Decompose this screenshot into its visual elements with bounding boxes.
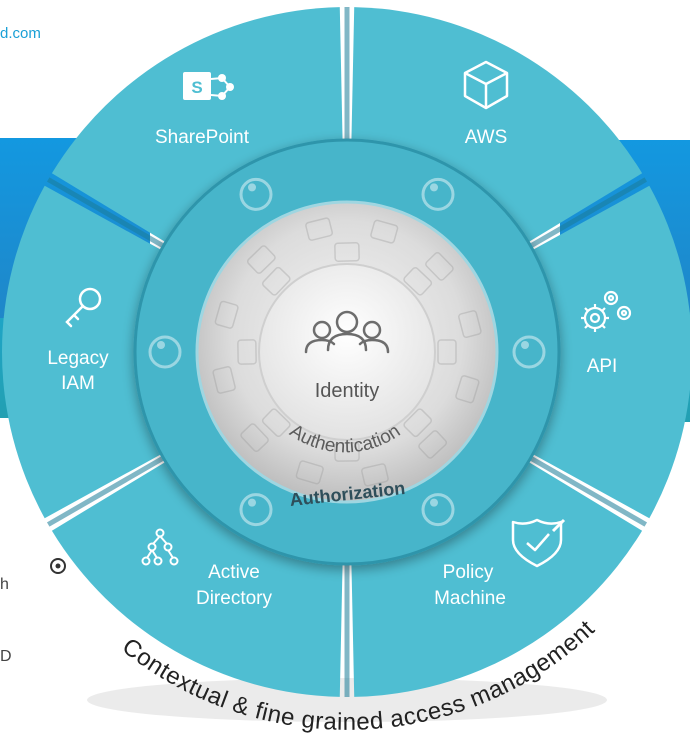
ring-logo-icon — [239, 177, 273, 211]
badge-pattern — [212, 217, 482, 487]
top-edge-text-fragment: d.com — [0, 25, 41, 42]
badge-icon — [212, 366, 236, 394]
badge-icon — [261, 266, 291, 296]
badge-icon — [361, 463, 389, 487]
shield-check-icon — [511, 518, 566, 568]
ring-logo-icon — [512, 335, 546, 369]
badge-icon — [334, 242, 360, 262]
hierarchy-icon — [141, 528, 179, 566]
cube-icon — [463, 60, 509, 110]
badge-icon — [214, 300, 239, 329]
badge-icon — [425, 251, 454, 281]
ring-logos — [148, 177, 546, 527]
badge-icon — [305, 217, 334, 241]
legacy-iam-label-line2[interactable]: IAM — [61, 373, 95, 394]
badge-icon — [237, 339, 257, 365]
badge-icon — [437, 339, 457, 365]
active-directory-label-line2[interactable]: Directory — [196, 588, 273, 609]
svg-text:S: S — [191, 78, 202, 97]
identity-label: Identity — [315, 380, 379, 402]
badge-icon — [403, 408, 433, 438]
ring-logo-icon — [148, 335, 182, 369]
bottom-edge-text-fragment: D — [0, 648, 12, 665]
policy-machine-label-line2[interactable]: Machine — [434, 588, 506, 609]
ring-logo-icon — [421, 493, 455, 527]
caption-logo-icon — [50, 558, 66, 574]
legacy-iam-label-line1[interactable]: Legacy — [47, 348, 109, 369]
ring-logo-icon — [239, 493, 273, 527]
users-icon — [304, 310, 390, 354]
policy-machine-label-line1[interactable]: Policy — [443, 562, 494, 583]
active-directory-label-line1[interactable]: Active — [208, 562, 260, 583]
badge-icon — [240, 423, 269, 453]
badge-icon — [418, 430, 448, 459]
sharepoint-label[interactable]: SharePoint — [155, 127, 250, 148]
identity-disc — [258, 263, 436, 441]
wheel-shadow — [87, 678, 607, 722]
badge-icon — [295, 460, 324, 485]
badge-icon — [458, 310, 482, 339]
badge-icon — [370, 219, 399, 244]
badge-icon — [246, 245, 276, 274]
key-icon — [65, 287, 102, 328]
left-edge-text-fragment: h — [0, 576, 9, 593]
badge-icon — [261, 408, 291, 438]
badge-icon — [455, 375, 480, 404]
badge-icon — [334, 442, 360, 462]
gears-icon — [581, 290, 632, 332]
badge-icon — [403, 266, 433, 296]
api-label[interactable]: API — [587, 356, 618, 377]
ring-logo-icon — [421, 177, 455, 211]
sharepoint-icon: S — [183, 72, 234, 100]
aws-label[interactable]: AWS — [465, 127, 508, 148]
